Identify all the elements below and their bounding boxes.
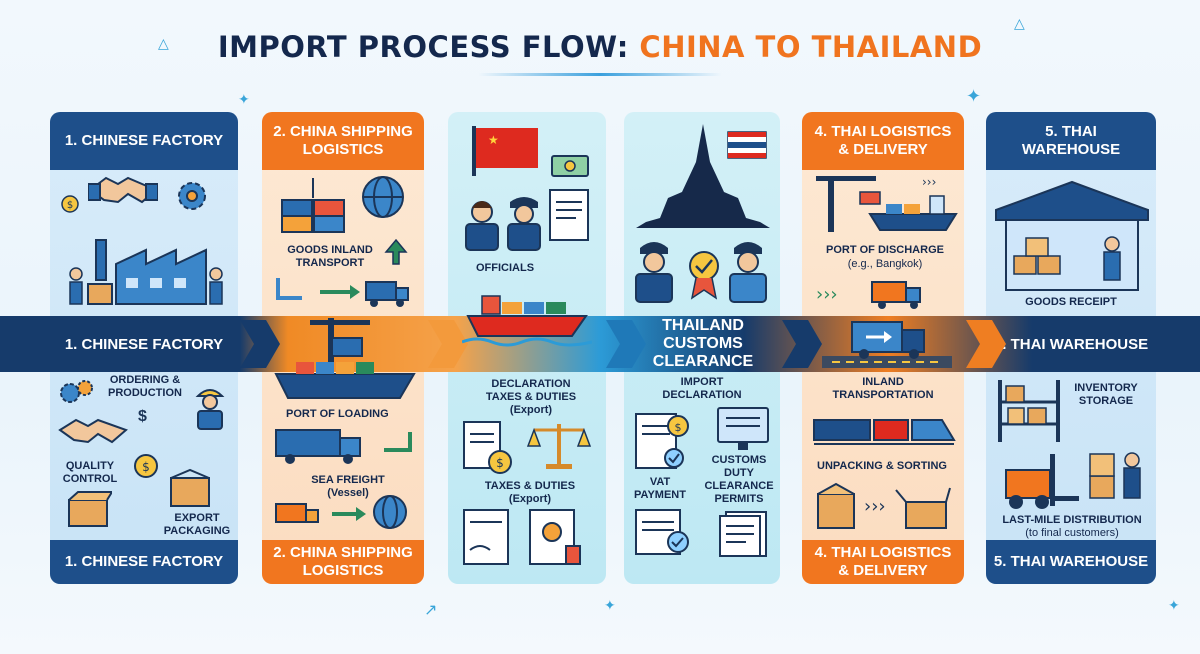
officials-icon: [465, 197, 541, 251]
box-icon: [68, 491, 112, 527]
stamped-documents-icon: [463, 509, 581, 565]
delivery-truck-icon: ›››: [816, 281, 921, 309]
band-label-warehouse: 5. THAI WAREHOUSE: [993, 335, 1149, 353]
arrow-up-icon: [384, 238, 408, 265]
page-title: IMPORT PROCESS FLOW: CHINA TO THAILAND: [0, 30, 1200, 64]
column-header: 2. CHINA SHIPPING LOGISTICS: [262, 112, 424, 170]
arrow-up-right-icon: ↗: [424, 600, 438, 619]
column-header: 4. THAI LOGISTICS & DELIVERY: [802, 112, 964, 170]
chevron-right-icon: [428, 320, 468, 368]
column-header: 5. THAI WAREHOUSE: [986, 112, 1156, 170]
chevron-right-icon: [966, 320, 1006, 368]
port-crane-icon: [274, 318, 416, 399]
label-last-mile-sub: (to final customers): [1025, 527, 1119, 539]
label-port-discharge-example: (e.g., Bangkok): [847, 258, 923, 270]
column-footer: 5. THAI WAREHOUSE: [986, 540, 1156, 584]
tax-document-icon: $: [463, 421, 512, 474]
svg-text:★: ★: [488, 133, 499, 147]
sparkle-icon: ✦: [966, 86, 982, 107]
sparkle-icon: ✦: [1168, 598, 1180, 614]
forklift-icon: [1005, 452, 1141, 509]
thai-officials-icon: [635, 242, 767, 303]
label-inland-transportation: INLAND TRANSPORTATION: [832, 376, 934, 401]
band-label-customs: THAILAND CUSTOMS CLEARANCE: [652, 317, 754, 370]
chevron-right-icon: [606, 320, 646, 368]
label-export-packaging: EXPORT PACKAGING: [163, 512, 231, 537]
coin-icon: $: [134, 454, 158, 478]
label-import-declaration: IMPORT DECLARATION: [662, 376, 742, 401]
temple-icon: [636, 124, 770, 228]
inland-truck-icon: [822, 321, 952, 368]
label-port-of-discharge: PORT OF DISCHARGE: [826, 244, 944, 256]
worker-icon: [195, 389, 225, 430]
gear-icon: [60, 380, 93, 403]
sparkle-icon: ✦: [238, 92, 250, 108]
title-part-2: CHINA TO THAILAND: [639, 30, 983, 64]
label-quality-control: QUALITY CONTROL: [62, 460, 118, 485]
globe-icon: [362, 176, 404, 218]
svg-text:›››: ›››: [864, 496, 886, 517]
monitor-icon: [717, 407, 769, 450]
label-port-of-loading: PORT OF LOADING: [286, 408, 389, 420]
label-unpacking-sorting: UNPACKING & SORTING: [817, 460, 947, 472]
svg-text:$: $: [675, 421, 682, 434]
title-part-1: IMPORT PROCESS FLOW:: [217, 30, 640, 64]
china-flag-icon: ★: [472, 126, 538, 176]
warehouse-icon: [995, 180, 1149, 291]
svg-text:›››: ›››: [922, 175, 936, 189]
label-declaration: DECLARATION TAXES & DUTIES (Export): [485, 378, 577, 416]
scale-icon: [526, 424, 592, 469]
label-vat-payment: VAT PAYMENT: [634, 476, 686, 501]
factory-icon: [69, 239, 223, 305]
chevron-right-icon: [240, 320, 280, 368]
column-footer: 1. CHINESE FACTORY: [50, 540, 238, 584]
containers-icon: [281, 178, 345, 233]
column-footer: 2. CHINA SHIPPING LOGISTICS: [262, 540, 424, 584]
truck-icon: [275, 429, 412, 464]
label-inventory-storage: INVENTORY STORAGE: [1074, 382, 1138, 407]
port-discharge-icon: ›››: [816, 175, 958, 232]
dollar-sign: $: [138, 408, 147, 425]
triangle-icon: △: [158, 36, 169, 52]
column-header: 1. CHINESE FACTORY: [50, 112, 238, 170]
title-underline: [478, 73, 722, 76]
package-icon: [170, 468, 210, 507]
svg-text:›››: ›››: [816, 284, 838, 305]
svg-text:$: $: [67, 200, 73, 211]
band-label-factory: 1. CHINESE FACTORY: [64, 335, 224, 353]
unpacking-icon: ›››: [817, 482, 951, 529]
dollar-icon: $: [61, 195, 79, 213]
shelving-icon: [998, 380, 1060, 442]
label-officials: OFFICIALS: [476, 262, 535, 274]
column-footer: 4. THAI LOGISTICS & DELIVERY: [802, 540, 964, 584]
label-customs-duty: CUSTOMS DUTY CLEARANCE PERMITS: [704, 454, 774, 505]
handshake-icon: [58, 418, 128, 444]
checklist-icon: [635, 509, 689, 555]
gear-icon: [178, 182, 206, 210]
cargo-ship-icon: [462, 295, 592, 347]
document-icon: [549, 189, 589, 241]
handshake-icon: [88, 176, 158, 204]
import-document-icon: $: [635, 413, 689, 469]
label-goods-receipt: GOODS RECEIPT: [1025, 296, 1117, 308]
chevron-right-icon: [782, 320, 822, 368]
label-sea-freight: SEA FREIGHT (Vessel): [311, 474, 385, 499]
label-last-mile: LAST-MILE DISTRIBUTION: [1002, 514, 1142, 526]
train-icon: [813, 419, 956, 445]
truck-route-icon: [276, 278, 409, 307]
label-ordering: ORDERING & PRODUCTION: [108, 374, 182, 399]
svg-text:$: $: [142, 460, 150, 474]
label-taxes: TAXES & DUTIES (Export): [484, 480, 576, 505]
label-goods-inland: GOODS INLAND TRANSPORT: [287, 244, 373, 269]
triangle-icon: △: [1014, 16, 1025, 32]
cash-icon: [551, 155, 589, 177]
sparkle-icon: ✦: [604, 598, 616, 614]
permit-documents-icon: [719, 511, 767, 557]
svg-text:$: $: [496, 456, 504, 470]
freight-route-icon: [275, 495, 407, 529]
